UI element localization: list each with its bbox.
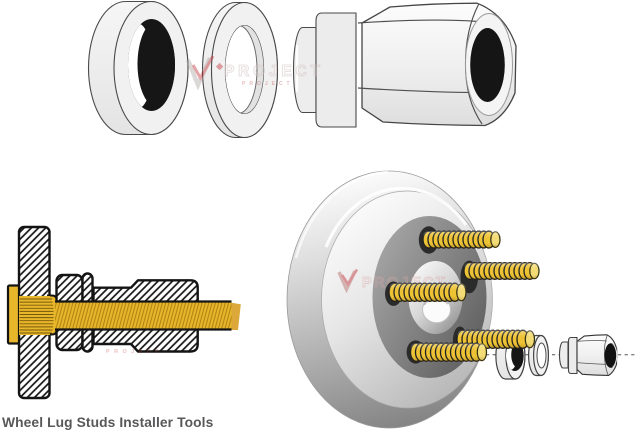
exploded-washer xyxy=(528,334,549,377)
hub-studs xyxy=(388,230,540,362)
nut-facet-line-lower xyxy=(357,87,478,94)
watermark-swoosh-icon xyxy=(185,57,213,91)
stud xyxy=(409,342,488,362)
nut-hole xyxy=(470,28,505,102)
exploded-washer-hole xyxy=(536,342,547,369)
exploded-nut-end xyxy=(558,341,569,369)
hub-outer-rim-highlight xyxy=(294,170,389,259)
cs-stud-head xyxy=(6,284,21,345)
washer-bore-edge xyxy=(225,25,258,114)
exploded-nut-facet-line-upper xyxy=(576,340,607,342)
nut-flange xyxy=(315,12,357,128)
exploded-nut-hex-body xyxy=(576,334,618,376)
stud-shading xyxy=(410,343,487,362)
exploded-nut-hole-inner xyxy=(604,343,617,368)
watermark-hub-check-icon xyxy=(340,268,359,287)
watermark-diamond-icon xyxy=(215,62,224,71)
wheel-hub-assembly: PROJECT xyxy=(286,170,637,429)
stud-shading xyxy=(423,231,500,248)
hub-front-rim-highlight xyxy=(324,186,468,248)
hex-nut-installer xyxy=(292,2,517,128)
stud xyxy=(463,262,540,280)
watermark-check-icon xyxy=(191,55,215,82)
cross-section-tool: PROJECT xyxy=(6,225,241,400)
cs-stud-threads xyxy=(55,301,232,330)
spacer-hole-inner xyxy=(137,20,175,108)
cs-stud-shaft-outline xyxy=(55,300,232,331)
stud-shading xyxy=(464,262,539,280)
watermark-top-text: PROJECT xyxy=(224,63,324,80)
stud xyxy=(422,230,501,249)
caption-text: Wheel Lug Studs Installer Tools xyxy=(2,415,214,430)
cs-stud-end-cap xyxy=(231,302,241,330)
exploded-nut-facet-line-lower xyxy=(576,362,607,365)
nut-facet-line-upper xyxy=(357,19,479,24)
watermark-top: PROJECT PROJECT xyxy=(185,55,324,91)
cs-stud-knurl-lines xyxy=(19,298,54,334)
spacer-bushing xyxy=(87,0,189,136)
watermark-top-subtext: PROJECT xyxy=(242,81,294,87)
washer xyxy=(201,1,279,139)
exploded-nut xyxy=(558,334,618,376)
watermark-bottom-text: PROJECT xyxy=(106,349,163,355)
watermark-hub-swoosh-icon xyxy=(337,270,357,294)
stud-shading xyxy=(389,283,466,302)
exploded-nut-face-boundary xyxy=(603,335,609,376)
stud xyxy=(388,282,467,302)
cs-stud xyxy=(6,284,241,345)
exploded-nut-flange xyxy=(567,336,578,375)
nut-end-cylinder xyxy=(292,26,317,114)
